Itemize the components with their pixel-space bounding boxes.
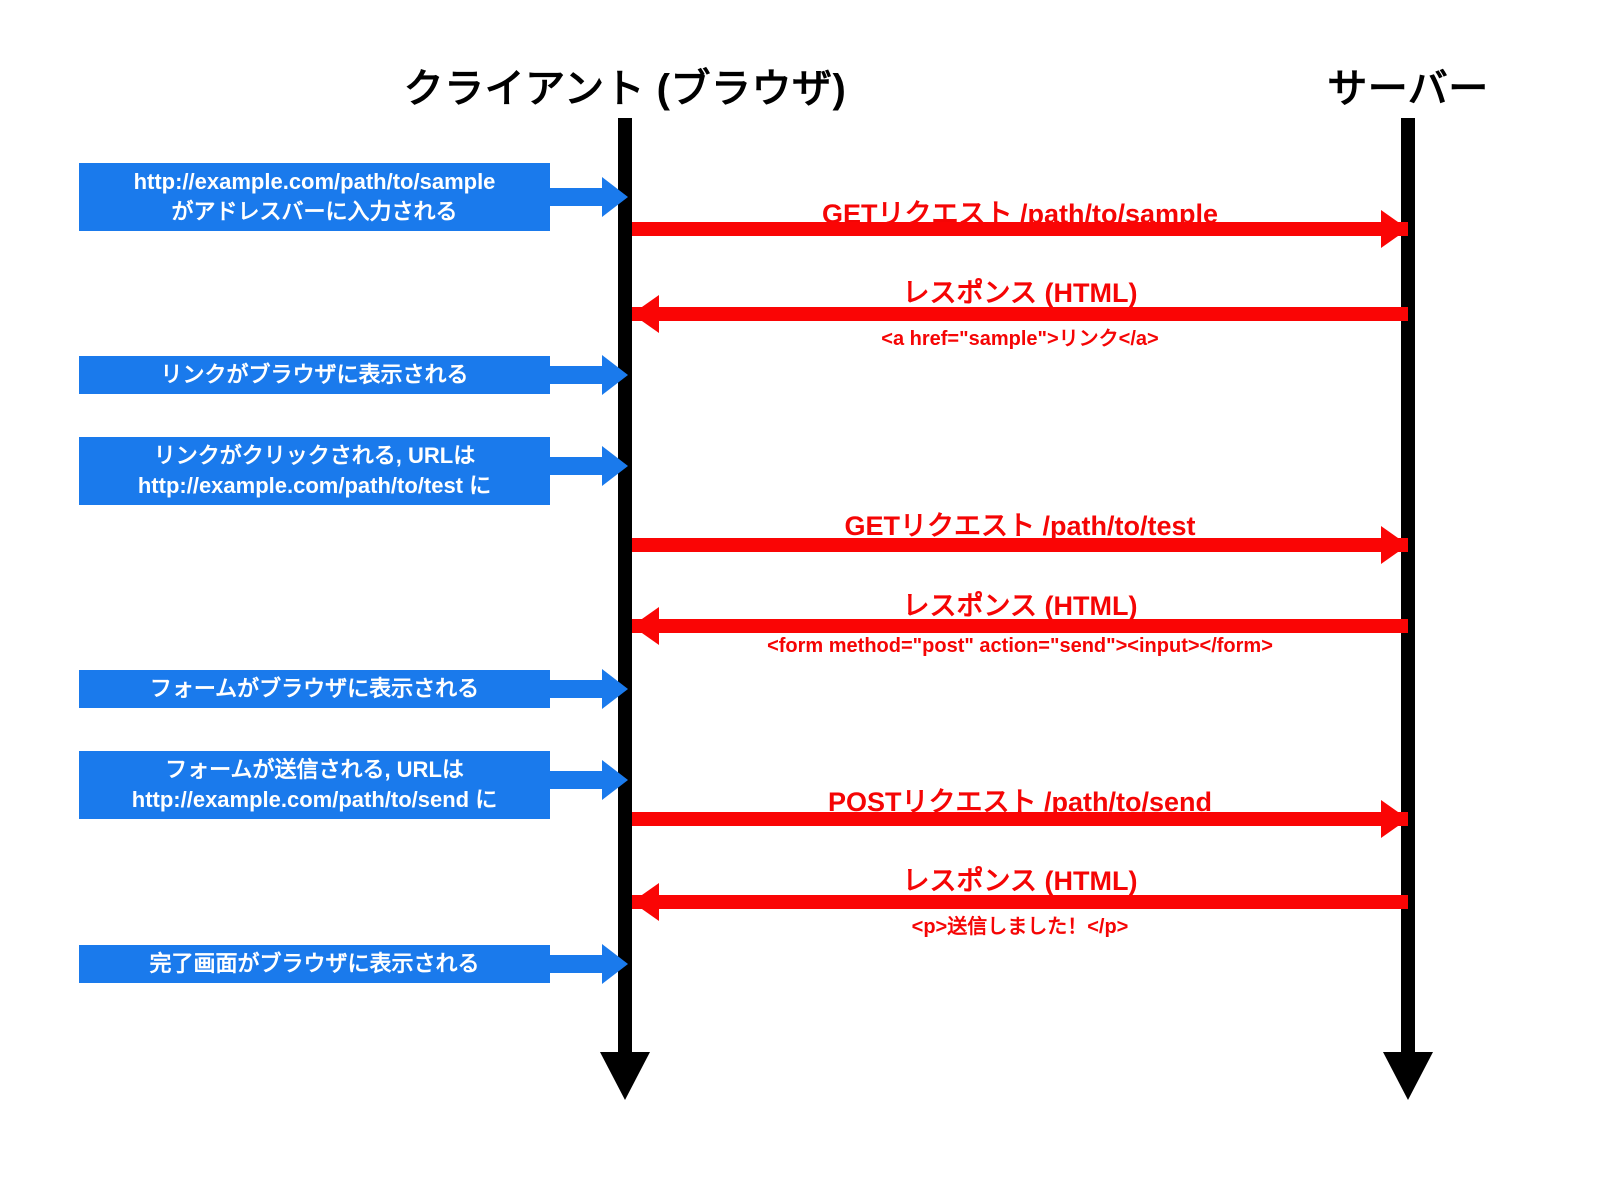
message-arrow-head-icon xyxy=(1381,800,1408,838)
message-label: レスポンス (HTML) xyxy=(902,278,1138,308)
note-arrow-shaft xyxy=(550,457,606,475)
note-line-1: フォームが送信される, URLは xyxy=(165,757,464,782)
note-box: リンクがクリックされる, URLは http://example.com/pat… xyxy=(79,437,550,505)
note-line-2: http://example.com/path/to/send に xyxy=(131,787,498,812)
note-line-1: 完了画面がブラウザに表示される xyxy=(149,951,480,976)
message-arrow-head-icon xyxy=(1381,526,1408,564)
message-label: GETリクエスト /path/to/test xyxy=(844,511,1196,541)
server-lifeline xyxy=(1401,118,1415,1056)
note-box: フォームがブラウザに表示される xyxy=(79,670,550,708)
note-line-1: フォームがブラウザに表示される xyxy=(149,676,480,701)
note-arrow-shaft xyxy=(550,366,606,384)
note-line-1: リンクがブラウザに表示される xyxy=(160,362,469,387)
note-arrow-shaft xyxy=(550,771,606,789)
note-arrow-head-icon xyxy=(602,760,628,800)
message-arrow-head-icon xyxy=(632,295,659,333)
message-arrow-shaft xyxy=(632,307,1408,321)
message-label: レスポンス (HTML) xyxy=(902,866,1138,896)
note-arrow-shaft xyxy=(550,955,606,973)
message-arrow-shaft xyxy=(632,222,1408,236)
note-box: http://example.com/path/to/sample がアドレスバ… xyxy=(79,163,550,231)
client-lifeline-arrow-icon xyxy=(600,1052,650,1100)
message-arrow-shaft xyxy=(632,812,1408,826)
client-lifeline xyxy=(618,118,632,1056)
server-lifeline-arrow-icon xyxy=(1383,1052,1433,1100)
message-sublabel: <p>送信しました！</p> xyxy=(911,916,1129,938)
note-box: リンクがブラウザに表示される xyxy=(79,356,550,394)
message-arrow-head-icon xyxy=(632,883,659,921)
note-arrow-head-icon xyxy=(602,355,628,395)
message-label: レスポンス (HTML) xyxy=(902,591,1138,621)
message-arrow-shaft xyxy=(632,538,1408,552)
message-sublabel: <a href="sample">リンク</a> xyxy=(881,328,1159,350)
note-line-1: http://example.com/path/to/sample xyxy=(133,169,496,194)
client-lifeline-title: クライアント (ブラウザ) xyxy=(403,67,847,111)
note-arrow-shaft xyxy=(550,188,606,206)
note-arrow-head-icon xyxy=(602,669,628,709)
note-arrow-shaft xyxy=(550,680,606,698)
note-line-2: がアドレスバーに入力される xyxy=(171,199,458,224)
note-box: フォームが送信される, URLは http://example.com/path… xyxy=(79,751,550,819)
note-box: 完了画面がブラウザに表示される xyxy=(79,945,550,983)
note-arrow-head-icon xyxy=(602,446,628,486)
note-line-1: リンクがクリックされる, URLは xyxy=(153,443,476,468)
message-sublabel: <form method="post" action="send"><input… xyxy=(767,635,1273,657)
note-arrow-head-icon xyxy=(602,177,628,217)
message-arrow-shaft xyxy=(632,619,1408,633)
server-lifeline-title: サーバー xyxy=(1327,67,1489,111)
message-arrow-head-icon xyxy=(632,607,659,645)
message-arrow-shaft xyxy=(632,895,1408,909)
message-arrow-head-icon xyxy=(1381,210,1408,248)
note-line-2: http://example.com/path/to/test に xyxy=(137,473,492,498)
note-arrow-head-icon xyxy=(602,944,628,984)
